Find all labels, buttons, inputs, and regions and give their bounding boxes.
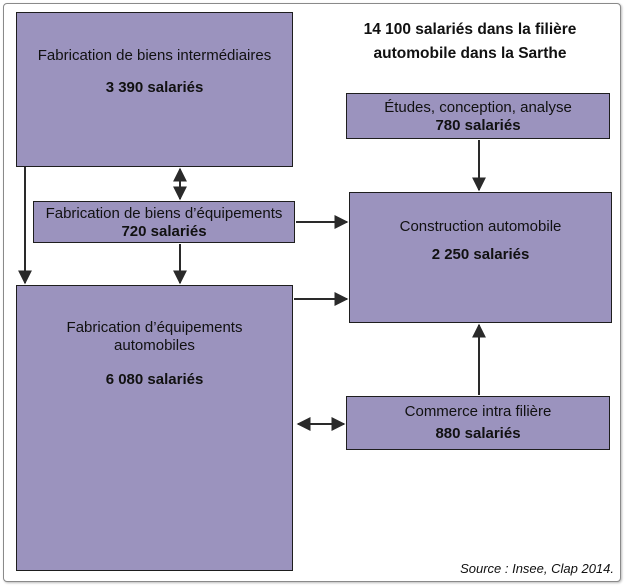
node-value: 880 salariés (435, 425, 521, 442)
node-label-line-1: Fabrication d’équipements (66, 319, 243, 336)
diagram-title: 14 100 salariés dans la filière automobi… (350, 18, 590, 66)
node-value: 6 080 salariés (105, 371, 204, 388)
node-biens-equipements: Fabrication de biens d’équipements 720 s… (33, 201, 295, 243)
node-equipements-automobiles: Fabrication d’équipements automobiles 6 … (16, 285, 293, 571)
node-label: Commerce intra filière (404, 403, 552, 420)
node-label: Fabrication de biens d’équipements (45, 205, 283, 222)
node-etudes: Études, conception, analyse 780 salariés (346, 93, 610, 139)
node-value: 3 390 salariés (105, 79, 204, 96)
title-line-1: 14 100 salariés dans la filière (363, 21, 577, 38)
node-label-line-2: automobiles (114, 337, 195, 354)
node-value: 780 salariés (435, 117, 521, 134)
node-biens-intermediaires: Fabrication de biens intermédiaires 3 39… (16, 12, 293, 167)
title-line-2: automobile dans la Sarthe (373, 45, 567, 62)
node-value: 720 salariés (121, 223, 207, 240)
node-construction: Construction automobile 2 250 salariés (349, 192, 612, 323)
node-commerce: Commerce intra filière 880 salariés (346, 396, 610, 450)
node-value: 2 250 salariés (431, 246, 530, 263)
node-label: Construction automobile (399, 218, 562, 235)
node-label: Études, conception, analyse (384, 99, 572, 116)
source-note: Source : Insee, Clap 2014. (460, 561, 614, 576)
node-label: Fabrication de biens intermédiaires (37, 47, 272, 64)
